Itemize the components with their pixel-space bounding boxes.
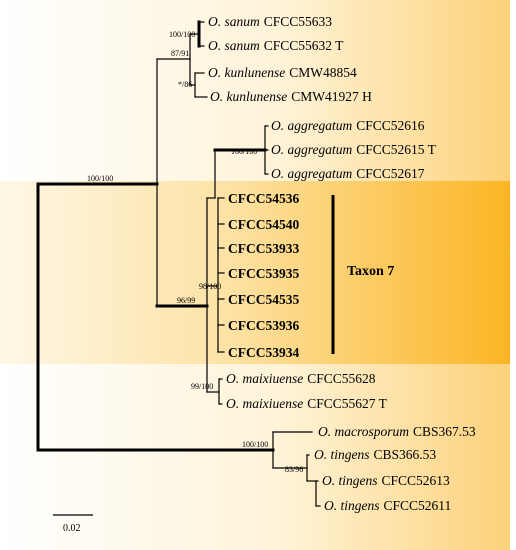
support-taxon7: 98/100 — [199, 282, 221, 291]
taxon-label-bold: CFCC53935 — [228, 266, 299, 281]
taxon7-highlight-band — [0, 181, 510, 364]
taxon-label-bold: CFCC53936 — [228, 318, 299, 333]
taxon-label: O. sanum CFCC55632 T — [208, 37, 344, 54]
taxon-label: O. macrosporum CBS367.53 — [318, 423, 476, 440]
taxon-label: O. kunlunense CMW48854 — [208, 64, 357, 81]
taxon-label: O. aggregatum CFCC52616 — [271, 117, 425, 134]
support-maixiuense: 99/100 — [191, 382, 213, 391]
taxon-labels: O. sanum CFCC55633 O. sanum CFCC55632 T … — [208, 13, 476, 514]
taxon-label-bold: CFCC54540 — [228, 217, 299, 232]
support-lower-clade: 100/100 — [242, 440, 268, 449]
support-values: 100/100 87/91 */86 100/100 100/100 98/10… — [87, 30, 303, 474]
taxon-label-bold: CFCC53933 — [228, 241, 299, 256]
scale-bar-label: 0.02 — [63, 523, 81, 534]
support-sanum-kunlunense: 87/91 — [171, 49, 189, 58]
taxon-label: O. maixiuense CFCC55628 — [226, 370, 376, 387]
taxon-label-bold: CFCC53934 — [228, 345, 299, 360]
taxon-label: O. tingens CBS366.53 — [314, 446, 436, 463]
support-tingens: 83/96 — [285, 465, 303, 474]
taxon-label: O. aggregatum CFCC52617 — [271, 165, 425, 182]
taxon-label: O. tingens CFCC52613 — [322, 472, 450, 489]
taxon-label: O. kunlunense CMW41927 H — [210, 88, 372, 105]
taxon7-clade-label: Taxon 7 — [347, 264, 394, 279]
taxon-label-bold: CFCC54535 — [228, 292, 299, 307]
support-root-upper: 100/100 — [87, 174, 113, 183]
taxon-label: O. aggregatum CFCC52615 T — [271, 141, 437, 158]
tree-branches — [36, 20, 321, 507]
taxon-label: O. maixiuense CFCC55627 T — [226, 395, 388, 412]
support-aggregatum: 100/100 — [231, 147, 257, 156]
taxon-label: O. tingens CFCC52611 — [324, 497, 451, 514]
support-taxon7-maixiuense: 96/99 — [177, 296, 195, 305]
taxon-label: O. sanum CFCC55633 — [208, 13, 332, 30]
support-kunlunense: */86 — [178, 80, 192, 89]
support-sanum: 100/100 — [169, 30, 195, 39]
taxon-label-bold: CFCC54536 — [228, 191, 299, 206]
